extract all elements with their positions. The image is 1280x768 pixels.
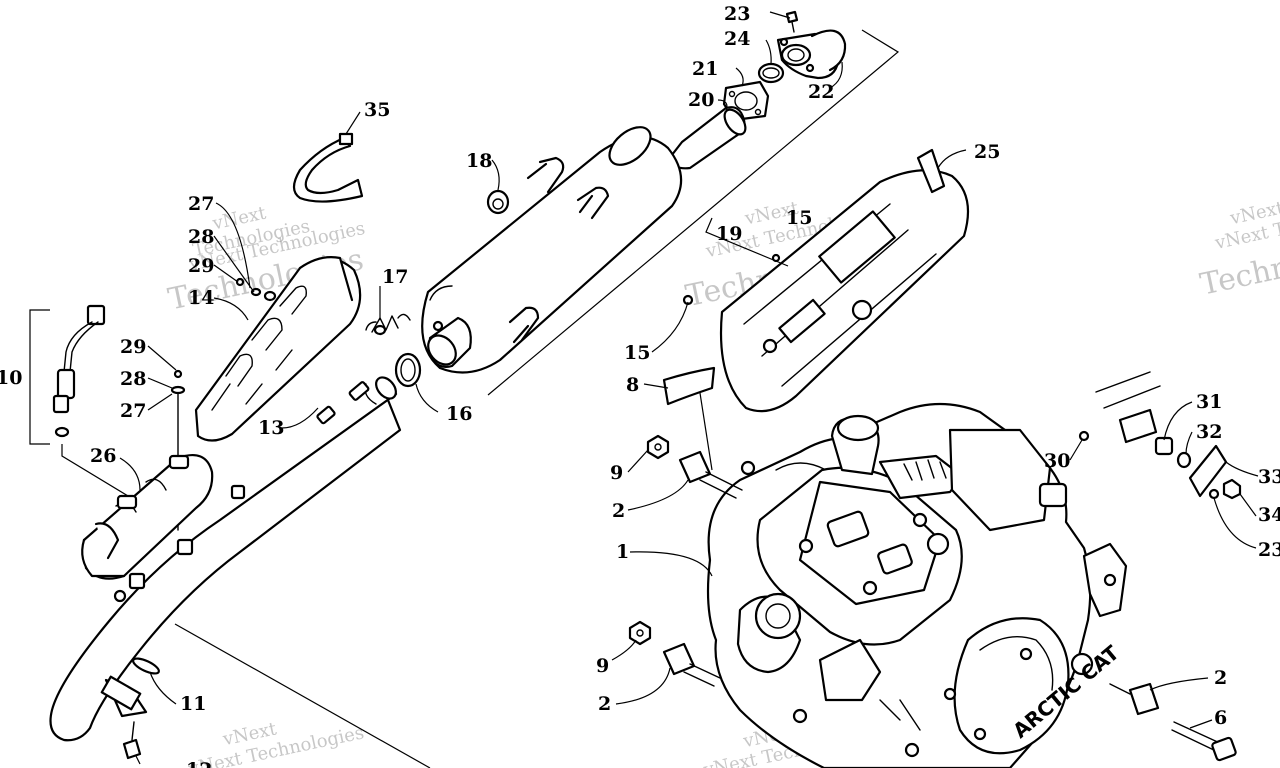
part-bracket-33 <box>1188 444 1228 498</box>
group-brackets <box>29 29 900 768</box>
callout-27: 27 <box>120 400 146 422</box>
part-bushing-31-32 <box>1154 436 1192 469</box>
callout-17: 17 <box>382 266 408 288</box>
callout-labels: 23 24 21 22 20 35 18 25 27 28 19 15 29 1… <box>0 3 1280 768</box>
part-grommet-18 <box>486 189 510 215</box>
callout-14: 14 <box>188 287 214 309</box>
callout-31: 31 <box>1196 391 1222 413</box>
part-engine-1 <box>706 402 1128 768</box>
callout-10: 10 <box>0 367 22 389</box>
part-bolt-23b <box>1208 488 1220 500</box>
part-gasket-24 <box>757 62 785 84</box>
callout-27: 27 <box>188 193 214 215</box>
part-heat-shield-26 <box>81 454 214 580</box>
callout-28: 28 <box>120 368 146 390</box>
part-heat-shield-25 <box>719 148 970 413</box>
callout-21: 21 <box>692 58 718 80</box>
callout-35: 35 <box>364 99 390 121</box>
part-exhaust-elbow <box>776 29 847 80</box>
callout-2: 2 <box>612 500 625 522</box>
part-gasket-11 <box>132 657 160 675</box>
part-stud-2b <box>662 642 721 687</box>
part-heat-shield-8 <box>662 366 716 406</box>
part-bolt-6 <box>1171 721 1237 762</box>
callout-6: 6 <box>1214 707 1227 729</box>
part-sensor-10 <box>52 304 129 497</box>
part-spring-17 <box>365 313 411 336</box>
callout-11: 11 <box>180 693 206 715</box>
callout-29: 29 <box>188 255 214 277</box>
callout-23: 23 <box>1258 539 1280 561</box>
callout-34: 34 <box>1258 504 1280 526</box>
callout-1: 1 <box>616 541 629 563</box>
part-gasket-16 <box>394 352 422 388</box>
callout-15: 15 <box>786 207 812 229</box>
callout-26: 26 <box>90 445 116 467</box>
part-muffler-19 <box>421 126 683 374</box>
part-nut-34 <box>1222 478 1242 500</box>
callout-30: 30 <box>1044 450 1070 472</box>
bracket-10 <box>29 309 50 445</box>
part-nut-9a <box>646 434 670 460</box>
callout-20: 20 <box>688 89 714 111</box>
part-stud-2c <box>1109 682 1160 716</box>
part-bracket-30 <box>1078 371 1161 444</box>
callout-18: 18 <box>466 150 492 172</box>
part-header-pipe-13 <box>49 376 402 742</box>
part-heat-shield-14 <box>194 256 362 442</box>
callout-2: 2 <box>598 693 611 715</box>
bracket-8 <box>699 392 713 471</box>
callout-8: 8 <box>626 374 639 396</box>
callout-33: 33 <box>1258 466 1280 488</box>
callout-24: 24 <box>724 28 750 50</box>
callout-29: 29 <box>120 336 146 358</box>
part-stud-2a <box>678 450 743 499</box>
part-strap-35 <box>292 132 364 203</box>
muffler-group-frame <box>487 29 900 396</box>
callout-12: 12 <box>186 759 212 768</box>
callout-23: 23 <box>724 3 750 25</box>
callout-28: 28 <box>188 226 214 248</box>
callout-22: 22 <box>808 81 834 103</box>
part-bolt-23 <box>785 10 799 33</box>
leader-lines <box>119 11 1259 765</box>
callout-15: 15 <box>624 342 650 364</box>
callout-9: 9 <box>610 462 623 484</box>
part-nut-9b <box>628 620 652 646</box>
part-pipe-20 <box>665 106 747 170</box>
callout-32: 32 <box>1196 421 1222 443</box>
callout-19: 19 <box>716 223 742 245</box>
callout-13: 13 <box>258 417 284 439</box>
callout-16: 16 <box>446 403 472 425</box>
callout-2: 2 <box>1214 667 1227 689</box>
callout-25: 25 <box>974 141 1000 163</box>
callout-9: 9 <box>596 655 609 677</box>
bracket-12 <box>174 623 431 768</box>
part-bolt-12 <box>122 721 142 760</box>
